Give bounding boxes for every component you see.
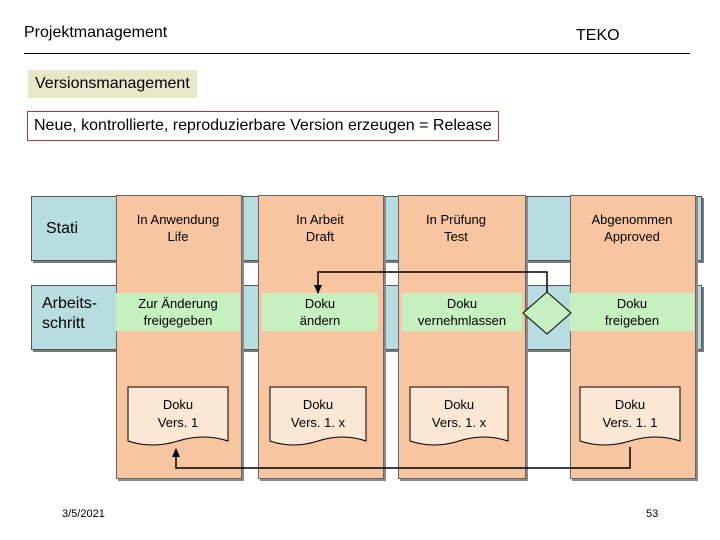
section-heading: Versionsmanagement [28, 70, 197, 98]
header-title: Projektmanagement [24, 24, 168, 41]
footer-date: 3/5/2021 [62, 508, 105, 520]
decision-diamond [522, 291, 572, 335]
document-4 [579, 386, 681, 446]
row-label-arbeitsschritt: Arbeits- schritt [42, 295, 98, 332]
row-label-stati: Stati [46, 220, 79, 237]
page-number: 53 [646, 508, 659, 520]
document-3 [409, 386, 509, 446]
document-1 [127, 386, 229, 446]
feedback-arrow-release-to-life [172, 447, 631, 469]
feedback-arrow-test-to-draft [314, 271, 548, 294]
header-org: TEKO [576, 27, 620, 44]
document-2 [269, 386, 367, 446]
header-rule [24, 53, 690, 54]
release-definition: Neue, kontrollierte, reproduzierbare Ver… [27, 111, 499, 141]
